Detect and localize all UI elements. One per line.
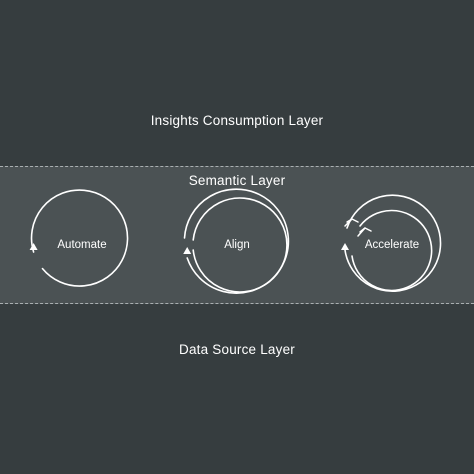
automate-label: Automate	[57, 239, 106, 251]
automate-cycle: Automate	[29, 189, 129, 287]
semantic-layer-label: Semantic Layer	[188, 173, 286, 188]
align-cycle: Align	[183, 188, 290, 294]
accelerate-arrow-icon	[341, 243, 349, 250]
accelerate-label: Accelerate	[365, 239, 419, 251]
automate-arrow-icon	[29, 243, 38, 250]
cycle-diagram: Automate Align Accelerate	[29, 188, 442, 294]
align-label: Align	[224, 239, 250, 251]
accelerate-inner-ring	[351, 209, 433, 292]
automate-outer-ring	[30, 189, 129, 287]
data-source-layer-label: Data Source Layer	[179, 342, 295, 357]
accelerate-chevrons-icon	[344, 218, 372, 237]
accelerate-cycle: Accelerate	[341, 194, 442, 293]
align-arrow-icon	[183, 247, 192, 254]
align-outer-ring	[192, 197, 288, 293]
accelerate-outer-ring	[344, 194, 442, 293]
align-inner-ring	[183, 188, 290, 294]
insights-consumption-layer-label: Insights Consumption Layer	[150, 113, 324, 128]
